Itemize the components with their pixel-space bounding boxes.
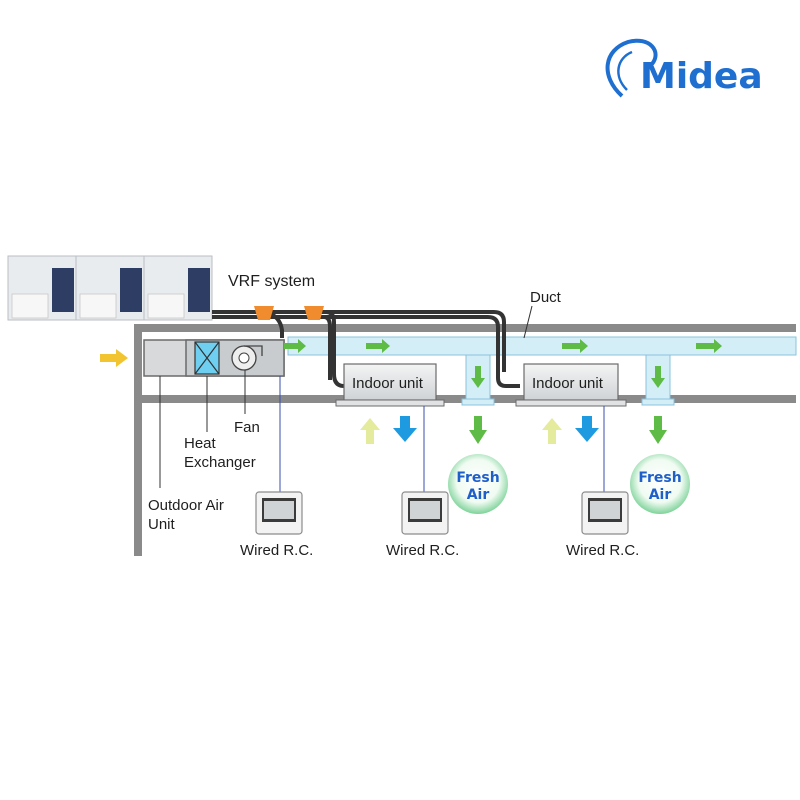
blue-arrow-icon [393, 416, 417, 442]
fresh-air-text-line2: Air [467, 487, 490, 503]
midea-swoosh-icon [605, 38, 658, 98]
wired-rc-label: Wired R.C. [566, 542, 639, 559]
fresh-air-text-line2: Air [649, 487, 672, 503]
heat-exchanger-label-line2: Exchanger [184, 454, 256, 471]
heat-exchanger-icon [194, 341, 220, 375]
duct [287, 336, 797, 406]
green-arrow-icon [649, 416, 667, 444]
outdoor-air-unit-label-line1: Outdoor Air [148, 497, 224, 514]
duct-flow-arrows [284, 339, 722, 444]
midea-logo: Midea [605, 38, 763, 98]
green-arrow-icon [469, 416, 487, 444]
return-air-arrows [360, 416, 599, 444]
blue-arrow-icon [575, 416, 599, 442]
green-arrow-icon [562, 339, 588, 353]
intake-arrow [100, 349, 128, 367]
fresh-air-badge-1: Fresh Air [448, 454, 508, 514]
vrf-system-label: VRF system [228, 273, 315, 290]
wired-rc-label: Wired R.C. [386, 542, 459, 559]
green-arrow-icon [651, 366, 665, 388]
fan-icon [231, 345, 263, 371]
fresh-air-text-line1: Fresh [638, 470, 681, 486]
vrf-outdoor-unit-icon [143, 255, 213, 321]
heat-exchanger-label-line1: Heat [184, 435, 217, 452]
leader-lines [159, 305, 533, 488]
fresh-air-badge-icon [630, 454, 690, 514]
indoor-unit-label: Indoor unit [352, 375, 424, 392]
valves [254, 306, 324, 320]
pale-yellow-arrow-icon [360, 418, 380, 444]
vrf-outdoor-unit-icon [75, 255, 145, 321]
signal-lines [279, 376, 605, 494]
fresh-air-badge-2: Fresh Air [630, 454, 690, 514]
indoor-unit-2: Indoor unit [515, 363, 627, 407]
wired-remote-1: Wired R.C. [240, 491, 313, 559]
outdoor-air-unit [143, 339, 285, 377]
valve-icon [254, 306, 274, 320]
refrigerant-pipes [212, 310, 520, 388]
indoor-unit-label: Indoor unit [532, 375, 604, 392]
fresh-air-badge-icon [448, 454, 508, 514]
wired-remote-2: Wired R.C. [386, 491, 459, 559]
yellow-arrow-icon [100, 349, 128, 367]
green-arrow-icon [696, 339, 722, 353]
outdoor-air-unit-label-line2: Unit [148, 516, 176, 533]
vrf-outdoor-units [7, 255, 213, 321]
green-arrow-icon [471, 366, 485, 388]
fresh-air-text-line1: Fresh [456, 470, 499, 486]
wired-rc-label: Wired R.C. [240, 542, 313, 559]
pale-yellow-arrow-icon [542, 418, 562, 444]
green-arrow-icon [366, 339, 390, 353]
midea-logo-text: Midea [640, 56, 763, 97]
wired-remote-3: Wired R.C. [566, 491, 639, 559]
fan-label: Fan [234, 419, 260, 436]
duct-label: Duct [530, 289, 562, 306]
green-arrow-icon [284, 339, 306, 353]
vrf-outdoor-unit-icon [7, 255, 77, 321]
valve-icon [304, 306, 324, 320]
indoor-unit-1: Indoor unit [335, 363, 445, 407]
